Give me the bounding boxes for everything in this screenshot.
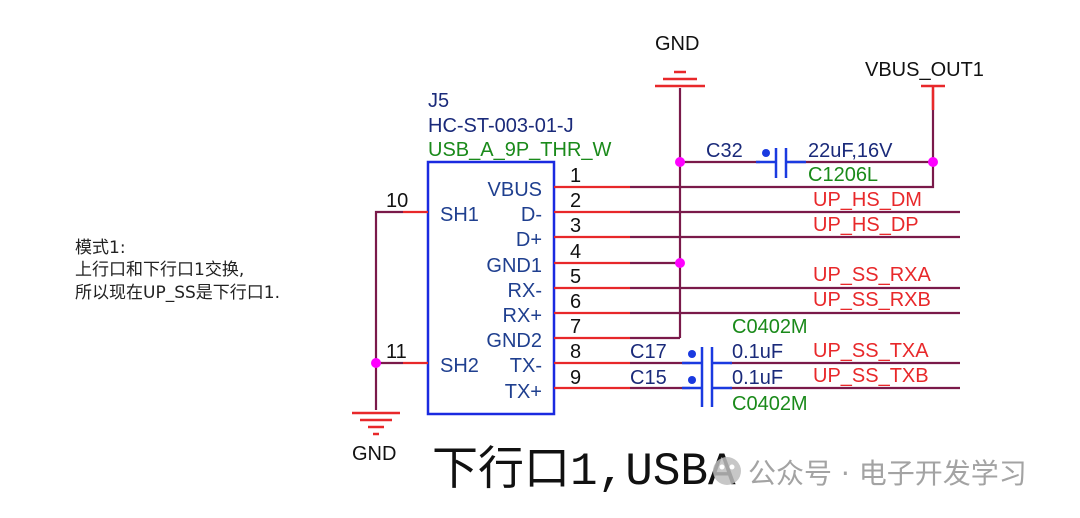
pin-name-3: D+ xyxy=(516,229,542,251)
gnd-label-top: GND xyxy=(655,33,699,55)
connector-footprint: USB_A_9P_THR_W xyxy=(428,139,612,161)
c15-refdes: C15 xyxy=(630,367,667,389)
c32-value: 22uF,16V xyxy=(808,140,893,162)
pin-name-8: TX- xyxy=(510,355,542,377)
pin-name-9: TX+ xyxy=(505,381,542,403)
caption: 下行口1,USBA xyxy=(432,445,736,498)
pin-names: VBUS D- D+ GND1 RX- RX+ GND2 TX- TX+ SH1… xyxy=(440,179,542,403)
c17-value: 0.1uF xyxy=(732,341,783,363)
connector-part-number: HC-ST-003-01-J xyxy=(428,115,574,137)
c32-refdes: C32 xyxy=(706,140,743,162)
polarity-dot-c17 xyxy=(688,350,696,358)
c32-footprint: C1206L xyxy=(808,164,878,186)
wire-shield xyxy=(374,210,403,410)
vbus-out-label: VBUS_OUT1 xyxy=(865,59,984,81)
polarity-dot-c15 xyxy=(688,376,696,384)
junction-vbus-c32 xyxy=(928,157,938,167)
junction-gnd1 xyxy=(675,258,685,268)
connector-refdes: J5 xyxy=(428,90,449,112)
c15-value: 0.1uF xyxy=(732,367,783,389)
wechat-icon xyxy=(713,457,741,485)
note-line-2: 上行口和下行口1交换, xyxy=(75,260,244,280)
gnd-label-bottom: GND xyxy=(352,443,396,465)
c15-footprint: C0402M xyxy=(732,393,808,415)
pin-number-3: 3 xyxy=(570,215,581,237)
pin-number-4: 4 xyxy=(570,241,581,263)
pin-name-6: RX+ xyxy=(503,305,542,327)
pin-number-10: 10 xyxy=(386,190,408,212)
pin-number-5: 5 xyxy=(570,266,581,288)
net-label-up-ss-txb: UP_SS_TXB xyxy=(813,365,929,387)
c17-refdes: C17 xyxy=(630,341,667,363)
watermark: 公众号 · 电子开发学习 xyxy=(713,457,1027,490)
note-line-1: 模式1: xyxy=(75,238,126,258)
pin-number-7: 7 xyxy=(570,316,581,338)
pin-number-2: 2 xyxy=(570,190,581,212)
polarity-dot-c32 xyxy=(762,149,770,157)
gnd-symbol-top xyxy=(655,70,705,88)
pin-name-4: GND1 xyxy=(486,255,542,277)
vbus-port-symbol xyxy=(921,84,945,110)
junction-sh2 xyxy=(371,358,381,368)
net-label-up-hs-dp: UP_HS_DP xyxy=(813,214,919,236)
wires xyxy=(374,88,960,410)
pin-name-5: RX- xyxy=(508,280,542,302)
capacitor-c32 xyxy=(756,148,806,178)
pin-name-2: D- xyxy=(521,204,542,226)
note-line-3: 所以现在UP_SS是下行口1. xyxy=(75,283,280,303)
pin-name-sh1: SH1 xyxy=(440,204,479,226)
net-label-up-ss-rxb: UP_SS_RXB xyxy=(813,289,931,311)
gnd-symbol-bottom xyxy=(352,411,400,436)
pin-number-1: 1 xyxy=(570,165,581,187)
pin-number-9: 9 xyxy=(570,367,581,389)
pin-number-8: 8 xyxy=(570,341,581,363)
wire-vbus xyxy=(630,90,935,189)
junction-gnd-c32 xyxy=(675,157,685,167)
pin-stubs-right xyxy=(554,185,630,390)
pin-number-11: 11 xyxy=(386,341,407,363)
watermark-text: 公众号 · 电子开发学习 xyxy=(748,457,1027,490)
net-label-up-ss-rxa: UP_SS_RXA xyxy=(813,264,931,286)
pin-number-6: 6 xyxy=(570,291,581,313)
net-label-up-hs-dm: UP_HS_DM xyxy=(813,189,922,211)
pin-name-1: VBUS xyxy=(488,179,542,201)
capacitor-c17-c15 xyxy=(682,347,732,407)
c17-footprint: C0402M xyxy=(732,316,808,338)
pin-name-sh2: SH2 xyxy=(440,355,479,377)
pin-name-7: GND2 xyxy=(486,330,542,352)
net-label-up-ss-txa: UP_SS_TXA xyxy=(813,340,929,362)
